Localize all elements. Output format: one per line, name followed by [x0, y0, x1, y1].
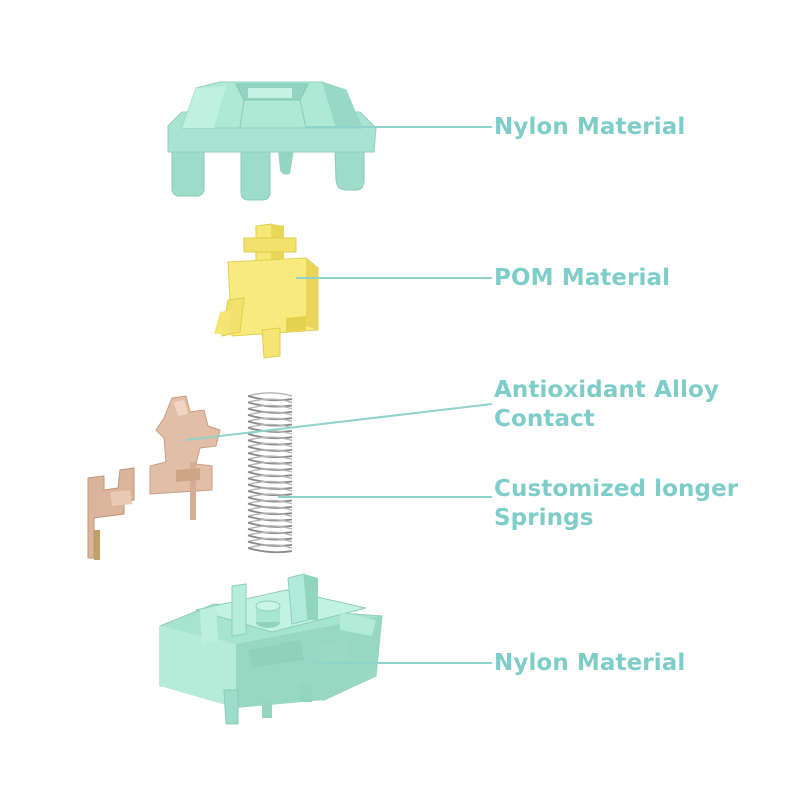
- spring-coil-back: [247, 423, 293, 429]
- contact-label-line2: Contact: [494, 406, 595, 432]
- spring-coil-back: [247, 449, 293, 454]
- top-housing-label: Nylon Material: [494, 114, 686, 140]
- spring-coil-back: [247, 487, 293, 492]
- spring-coil-front: [247, 471, 293, 478]
- spring-coil-front: [247, 502, 293, 509]
- spring-coil-front: [247, 407, 293, 414]
- contact-label-line1: Antioxidant Alloy: [494, 377, 719, 403]
- spring-coil-back: [247, 506, 293, 511]
- spring-coil-back: [247, 531, 293, 537]
- metal-contact-leaves-icon: [87, 395, 221, 560]
- spring-coil-front: [247, 395, 293, 402]
- spring-coil-front: [247, 420, 293, 427]
- spring-coil-front: [247, 452, 293, 459]
- spring-coil-back: [247, 480, 293, 486]
- spring-coil-back: [247, 512, 293, 518]
- spring-coil-front: [247, 509, 293, 516]
- spring-coil-back: [247, 468, 293, 473]
- spring-coil-back: [247, 474, 293, 480]
- spring-coil-front: [247, 401, 293, 408]
- spring-coil-front: [247, 515, 293, 522]
- leader-lines: [185, 126, 493, 664]
- spring-coil-front: [247, 433, 293, 440]
- spring-label: Customized longer Springs: [494, 475, 738, 533]
- spring-coil-front: [247, 458, 293, 465]
- spring-coil-back: [247, 404, 293, 410]
- spring-coil-back: [247, 525, 293, 530]
- leader-line-contact: [185, 403, 493, 441]
- spring-coil-back: [247, 518, 293, 524]
- coil-spring-icon: [247, 392, 293, 554]
- switch-top-housing-icon: [167, 81, 377, 201]
- spring-coil-back: [247, 499, 293, 505]
- spring-coil-front: [247, 439, 293, 446]
- spring-coil-back: [247, 455, 293, 461]
- spring-coil-front: [247, 483, 293, 490]
- spring-coil-back: [247, 537, 293, 543]
- spring-label-line2: Springs: [494, 505, 594, 531]
- switch-bottom-housing-icon: [159, 573, 383, 725]
- spring-coil-back: [247, 544, 293, 549]
- spring-coil-front: [247, 426, 293, 433]
- spring-coil-back: [247, 392, 293, 397]
- spring-coil-front: [247, 540, 293, 547]
- switch-stem-icon: [214, 223, 319, 359]
- spring-coil-front: [247, 521, 293, 528]
- spring-coil-back: [247, 461, 293, 467]
- spring-coil-front: [247, 490, 293, 497]
- spring-coil-front: [247, 414, 293, 421]
- spring-coil-front: [247, 528, 293, 535]
- spring-coil-front: [247, 534, 293, 541]
- spring-coil-front: [247, 477, 293, 484]
- spring-coil-front: [247, 547, 293, 554]
- spring-coil-back: [247, 398, 293, 404]
- spring-coil-back: [247, 442, 293, 448]
- bottom-housing-label: Nylon Material: [494, 650, 686, 676]
- stem-label: POM Material: [494, 265, 671, 291]
- spring-coil-back: [247, 417, 293, 423]
- spring-coil-back: [247, 411, 293, 416]
- spring-coil-back: [247, 436, 293, 442]
- contact-label: Antioxidant Alloy Contact: [494, 376, 719, 434]
- spring-coil-front: [247, 445, 293, 452]
- spring-label-line1: Customized longer: [494, 476, 739, 502]
- spring-coil-front: [247, 464, 293, 471]
- spring-coil-front: [247, 496, 293, 503]
